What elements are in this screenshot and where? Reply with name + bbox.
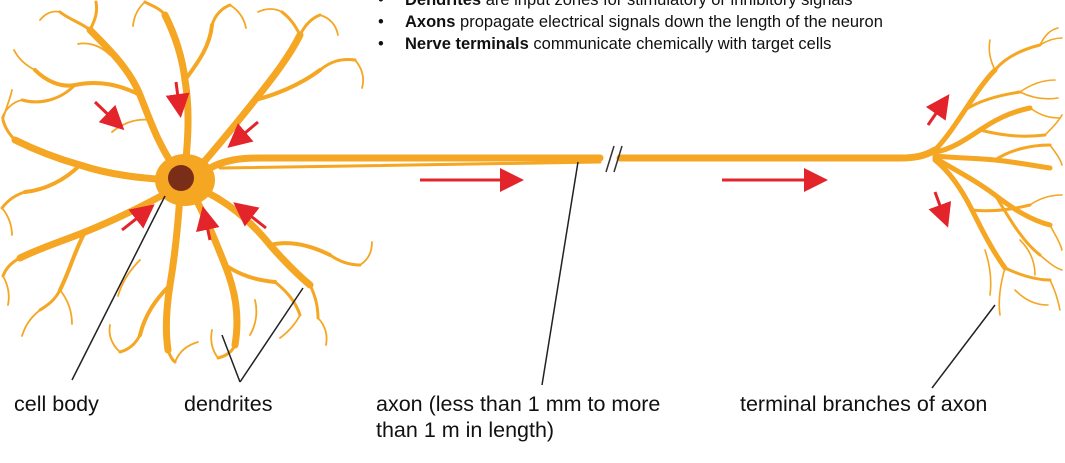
leader-line-terminal [931,304,996,389]
nucleus [168,165,194,191]
description-bullets: • Dendrites are input zones for stimulat… [378,0,898,56]
bullet-nerve-terminals: • Nerve terminals communicate chemically… [378,34,898,54]
bullet-term: Nerve terminals [405,35,529,53]
leader-line-dendrites-left [221,334,241,383]
leader-lines [71,161,996,389]
arrow-dendrite-bottom [196,206,220,241]
terminal-branches [932,43,1053,282]
label-dendrites: dendrites [184,392,273,416]
arrow-dendrite-lower-left [121,204,155,232]
bullet-dot: • [378,35,384,53]
bullet-dendrites: • Dendrites are input zones for stimulat… [378,0,898,10]
bullet-term: Axons [405,13,456,31]
axon-break-mark [605,145,623,173]
signal-direction-arrows [93,81,952,241]
bullet-text: communicate chemically with target cells [528,35,832,53]
label-cell-body: cell body [14,392,99,416]
arrow-dendrite-top [165,81,190,118]
cell-body [155,154,215,206]
bullet-dot: • [378,13,384,31]
arrow-terminal-up [925,94,950,126]
terminal-twigs [984,27,1063,316]
bullet-term: Dendrites [405,0,482,9]
arrow-dendrite-upper-right [227,120,259,148]
bullet-text: propagate electrical signals down the le… [455,13,883,31]
bullet-axons: • Axons propagate electrical signals dow… [378,12,898,32]
bullet-dot: • [378,0,384,9]
label-axon: axon (less than 1 mm to more than 1 m in… [376,392,661,442]
bullet-text: are input zones for stimulatory or inhib… [481,0,853,9]
arrow-dendrite-lower-right [233,202,267,230]
leader-line-cell-body [71,195,166,381]
leader-line-dendrites-right [239,287,304,383]
leader-line-axon [541,161,579,386]
arrow-terminal-down [928,191,952,228]
arrow-dendrite-upper-left [93,100,125,131]
axon [206,146,939,172]
label-terminal-branches: terminal branches of axon [740,392,988,416]
